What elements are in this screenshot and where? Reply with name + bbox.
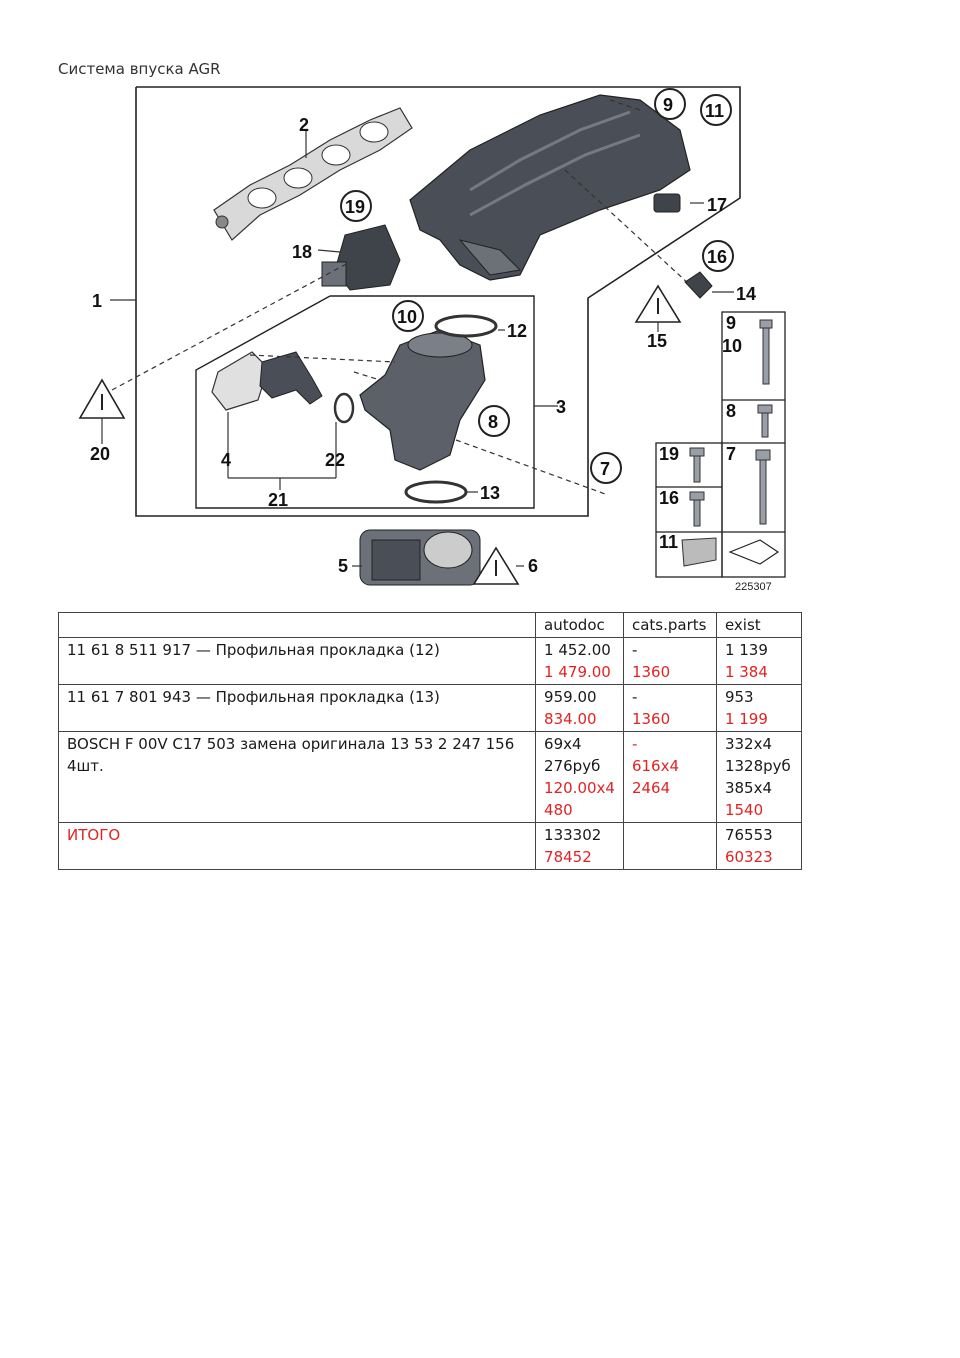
callout-15: 15 <box>647 331 667 351</box>
callout-6: 6 <box>528 556 538 576</box>
header-exist: exist <box>715 612 803 638</box>
header-autodoc: autodoc <box>535 612 624 638</box>
callout-17: 17 <box>707 195 727 215</box>
sensor-14 <box>684 271 713 299</box>
item-name: 11 61 8 511 917 — Профильная прокладка (… <box>57 637 537 685</box>
callout-7: 7 <box>600 459 610 479</box>
throttle-body-drawing <box>359 529 481 586</box>
header-cats-parts: cats.parts <box>622 612 717 638</box>
total-label: ИТОГО <box>57 822 537 870</box>
autodoc-price: 69x4 276руб 120.00x4 480 <box>535 731 624 823</box>
egr-valve-drawing <box>359 329 486 471</box>
exist-price: 953 1 199 <box>715 684 803 732</box>
inner-frame <box>195 295 535 509</box>
legend-11: 11 <box>659 532 678 552</box>
cats-price: - 1360 <box>622 684 717 732</box>
ring-13 <box>404 480 468 504</box>
cats-total <box>622 822 717 870</box>
drawing-number: 225307 <box>735 581 772 593</box>
cats-price: - 1360 <box>622 637 717 685</box>
circled-callouts <box>340 88 734 484</box>
callout-21: 21 <box>268 490 288 510</box>
item-name: 11 61 7 801 943 — Профильная прокладка (… <box>57 684 537 732</box>
legend-16: 16 <box>659 488 679 508</box>
cats-price: - 616x4 2464 <box>622 731 717 823</box>
warning-triangle-15 <box>634 284 682 323</box>
table-header-row: autodoc cats.parts exist <box>57 612 803 638</box>
callout-2: 2 <box>299 115 309 135</box>
table-row: 11 61 7 801 943 — Профильная прокладка (… <box>57 684 803 732</box>
exist-price: 332x4 1328руб 385x4 1540 <box>715 731 803 823</box>
part-17 <box>653 193 681 213</box>
exist-price: 1 139 1 384 <box>715 637 803 685</box>
intake-manifold-drawing <box>409 94 691 281</box>
document-title: Система впуска AGR <box>58 60 221 78</box>
callout-3: 3 <box>556 397 566 417</box>
warning-triangle-20 <box>78 378 126 419</box>
legend-8: 8 <box>726 401 736 421</box>
bolt-drawings <box>681 319 773 567</box>
autodoc-total: 133302 78452 <box>535 822 624 870</box>
ring-22 <box>333 392 355 424</box>
callout-19: 19 <box>345 197 365 217</box>
price-table: autodoc cats.parts exist 11 61 8 511 917… <box>57 612 803 870</box>
gasket-drawing <box>213 107 413 241</box>
callout-13: 13 <box>480 483 500 503</box>
hardware-legend <box>655 311 786 578</box>
legend-9: 9 <box>726 313 736 333</box>
callout-14: 14 <box>736 284 756 304</box>
callout-5: 5 <box>338 556 348 576</box>
callout-16: 16 <box>707 247 727 267</box>
autodoc-price: 959.00 834.00 <box>535 684 624 732</box>
table-row: BOSCH F 00V C17 503 замена оригинала 13 … <box>57 731 803 823</box>
exist-total: 76553 60323 <box>715 822 803 870</box>
callout-18: 18 <box>292 242 312 262</box>
parts-diagram: 9 11 2 19 17 18 16 14 1 10 12 15 3 8 20 … <box>78 86 786 593</box>
item-name: BOSCH F 00V C17 503 замена оригинала 13 … <box>57 731 537 823</box>
legend-10: 10 <box>722 336 742 356</box>
warning-triangle-6 <box>472 546 520 585</box>
table-row: 11 61 8 511 917 — Профильная прокладка (… <box>57 637 803 685</box>
flange-4 <box>211 351 269 411</box>
autodoc-price: 1 452.00 1 479.00 <box>535 637 624 685</box>
callout-4: 4 <box>221 450 231 470</box>
arrow-icon <box>728 539 780 565</box>
callout-12: 12 <box>507 321 527 341</box>
callout-22: 22 <box>325 450 345 470</box>
legend-7: 7 <box>726 444 736 464</box>
main-frame <box>135 86 741 517</box>
callout-1: 1 <box>92 291 102 311</box>
table-total-row: ИТОГО 133302 78452 76553 60323 <box>57 822 803 870</box>
callout-9: 9 <box>663 95 673 115</box>
leader-lines <box>111 99 691 496</box>
callout-10: 10 <box>397 307 417 327</box>
connector-21 <box>259 351 323 405</box>
legend-19: 19 <box>659 444 679 464</box>
part-18-drawing <box>321 224 401 291</box>
solid-leaders <box>101 130 734 567</box>
callout-20: 20 <box>90 444 110 464</box>
header-cell-empty <box>57 612 537 638</box>
ring-12 <box>434 314 498 338</box>
callout-11: 11 <box>705 101 724 121</box>
callout-8: 8 <box>488 412 498 432</box>
